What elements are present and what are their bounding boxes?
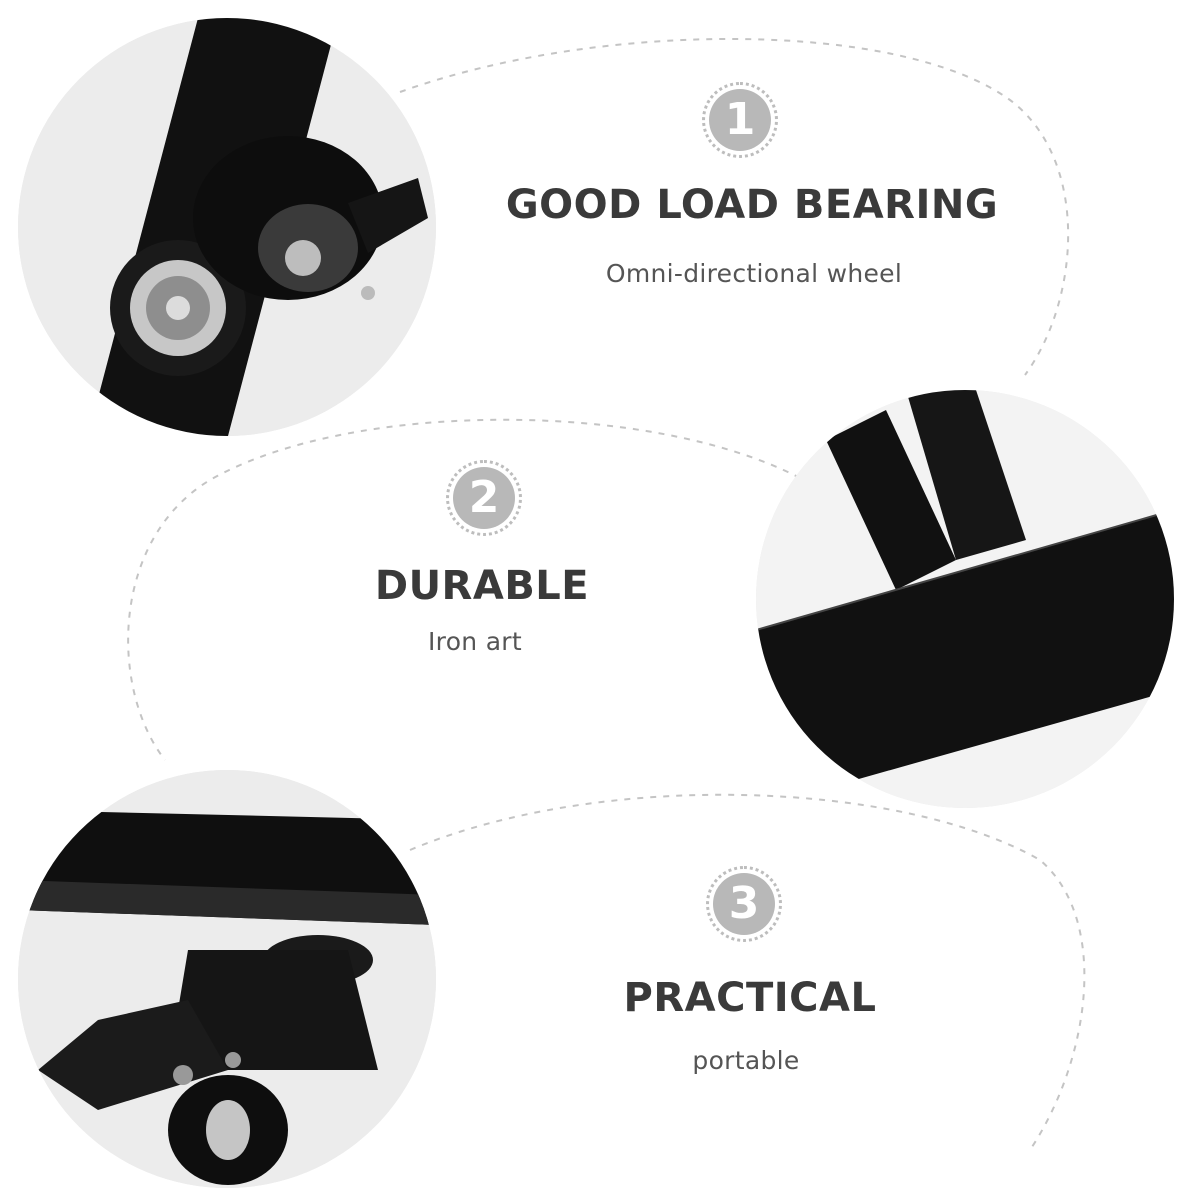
dashed-oval-1: [399, 38, 1070, 376]
feature-title-1: GOOD LOAD BEARING: [505, 182, 999, 228]
dashed-oval-3: [409, 793, 1086, 1151]
feature-subtitle-3: portable: [692, 1046, 800, 1075]
dashed-oval-2: [127, 418, 801, 761]
feature-title-2: DURABLE: [374, 563, 590, 609]
feature-subtitle-1: Omni-directional wheel: [605, 259, 903, 288]
caster-wheel-photo: [18, 18, 436, 436]
locking-caster-photo: [18, 770, 436, 1188]
step-badge-1: 1: [702, 82, 778, 158]
step-number-2: 2: [453, 467, 515, 529]
feature-title-3: PRACTICAL: [623, 975, 877, 1021]
step-number-1: 1: [709, 89, 771, 151]
step-badge-2: 2: [446, 460, 522, 536]
iron-frame-photo: [756, 390, 1174, 808]
step-badge-3: 3: [706, 866, 782, 942]
feature-subtitle-2: Iron art: [428, 627, 522, 656]
step-number-3: 3: [713, 873, 775, 935]
